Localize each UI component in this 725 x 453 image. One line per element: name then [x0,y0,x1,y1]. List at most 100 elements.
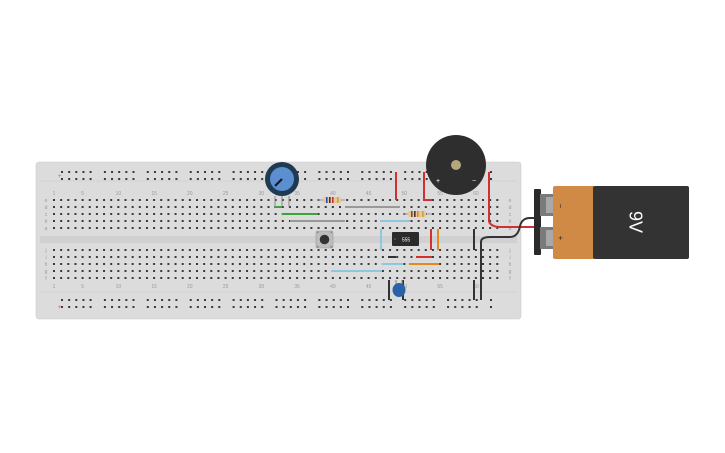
breadboard-hole[interactable] [88,256,91,258]
breadboard-hole[interactable] [460,220,463,222]
breadboard-hole[interactable] [131,249,134,251]
breadboard-hole[interactable] [217,220,220,222]
breadboard-hole[interactable] [60,263,63,265]
breadboard-hole[interactable] [460,206,463,208]
breadboard-hole[interactable] [203,256,206,258]
breadboard-hole[interactable] [410,206,413,208]
breadboard-hole[interactable] [174,213,177,215]
breadboard-hole[interactable] [381,227,384,229]
breadboard-hole[interactable] [253,263,256,265]
breadboard-hole[interactable] [496,249,499,251]
breadboard-hole[interactable] [145,270,148,272]
breadboard-hole[interactable] [303,270,306,272]
breadboard-hole[interactable] [145,249,148,251]
breadboard-hole[interactable] [153,227,156,229]
breadboard-hole[interactable] [224,227,227,229]
breadboard-hole[interactable] [382,178,385,180]
breadboard-hole[interactable] [389,213,392,215]
breadboard-hole[interactable] [439,277,442,279]
breadboard-hole[interactable] [68,178,71,180]
breadboard-hole[interactable] [82,306,85,308]
breadboard-hole[interactable] [246,270,249,272]
breadboard-hole[interactable] [425,178,428,180]
breadboard-hole[interactable] [403,277,406,279]
breadboard-hole[interactable] [403,263,406,265]
breadboard-hole[interactable] [253,256,256,258]
breadboard-hole[interactable] [482,220,484,222]
breadboard-hole[interactable] [204,306,206,308]
breadboard-hole[interactable] [374,227,377,229]
breadboard-hole[interactable] [95,220,98,222]
breadboard-hole[interactable] [117,277,120,279]
breadboard-hole[interactable] [218,178,221,180]
breadboard-hole[interactable] [131,277,134,279]
breadboard-hole[interactable] [496,256,499,258]
breadboard-hole[interactable] [318,171,321,173]
breadboard-hole[interactable] [218,171,221,173]
breadboard-hole[interactable] [453,277,456,279]
breadboard-hole[interactable] [496,227,499,229]
breadboard-hole[interactable] [224,213,227,215]
breadboard-hole[interactable] [217,249,220,251]
breadboard-hole[interactable] [431,277,434,279]
breadboard-hole[interactable] [124,213,127,215]
breadboard-hole[interactable] [232,178,235,180]
breadboard-hole[interactable] [174,199,177,201]
breadboard-hole[interactable] [303,263,306,265]
breadboard-hole[interactable] [381,277,384,279]
breadboard-hole[interactable] [196,249,198,251]
breadboard-hole[interactable] [203,263,206,265]
breadboard-hole[interactable] [95,206,98,208]
breadboard-hole[interactable] [368,178,371,180]
breadboard-hole[interactable] [381,249,384,251]
breadboard-hole[interactable] [375,171,378,173]
breadboard-hole[interactable] [238,249,241,251]
breadboard-hole[interactable] [447,299,450,301]
breadboard-hole[interactable] [189,178,192,180]
breadboard-hole[interactable] [88,199,91,201]
breadboard-hole[interactable] [396,277,399,279]
breadboard-hole[interactable] [281,206,284,208]
breadboard-hole[interactable] [367,213,370,215]
breadboard-hole[interactable] [161,178,164,180]
breadboard-hole[interactable] [111,306,114,308]
breadboard-hole[interactable] [145,263,148,265]
breadboard-hole[interactable] [411,178,414,180]
breadboard-hole[interactable] [403,256,406,258]
breadboard-hole[interactable] [403,249,406,251]
breadboard-hole[interactable] [467,277,470,279]
breadboard-hole[interactable] [360,277,363,279]
breadboard-hole[interactable] [75,299,78,301]
breadboard-hole[interactable] [103,270,106,272]
breadboard-hole[interactable] [461,299,464,301]
breadboard-hole[interactable] [253,213,256,215]
breadboard-hole[interactable] [132,171,135,173]
breadboard-hole[interactable] [453,263,456,265]
breadboard-hole[interactable] [74,263,77,265]
breadboard-hole[interactable] [138,213,141,215]
breadboard-hole[interactable] [489,277,492,279]
breadboard-hole[interactable] [153,213,156,215]
breadboard-hole[interactable] [95,256,98,258]
breadboard-hole[interactable] [61,178,63,180]
breadboard-hole[interactable] [196,213,198,215]
breadboard-hole[interactable] [153,256,156,258]
breadboard-hole[interactable] [404,178,407,180]
breadboard-hole[interactable] [432,299,435,301]
breadboard-hole[interactable] [353,227,356,229]
breadboard-hole[interactable] [89,299,92,301]
breadboard-hole[interactable] [138,206,141,208]
breadboard-hole[interactable] [110,256,113,258]
breadboard-hole[interactable] [431,270,434,272]
ic-555[interactable]: 555 [392,232,419,246]
breadboard-hole[interactable] [110,213,113,215]
breadboard-hole[interactable] [103,220,106,222]
breadboard-hole[interactable] [318,299,321,301]
breadboard-hole[interactable] [460,263,463,265]
breadboard-hole[interactable] [188,277,191,279]
breadboard-hole[interactable] [288,220,291,222]
breadboard-hole[interactable] [118,306,121,308]
breadboard-hole[interactable] [174,220,177,222]
breadboard-hole[interactable] [431,213,434,215]
breadboard-hole[interactable] [232,171,235,173]
